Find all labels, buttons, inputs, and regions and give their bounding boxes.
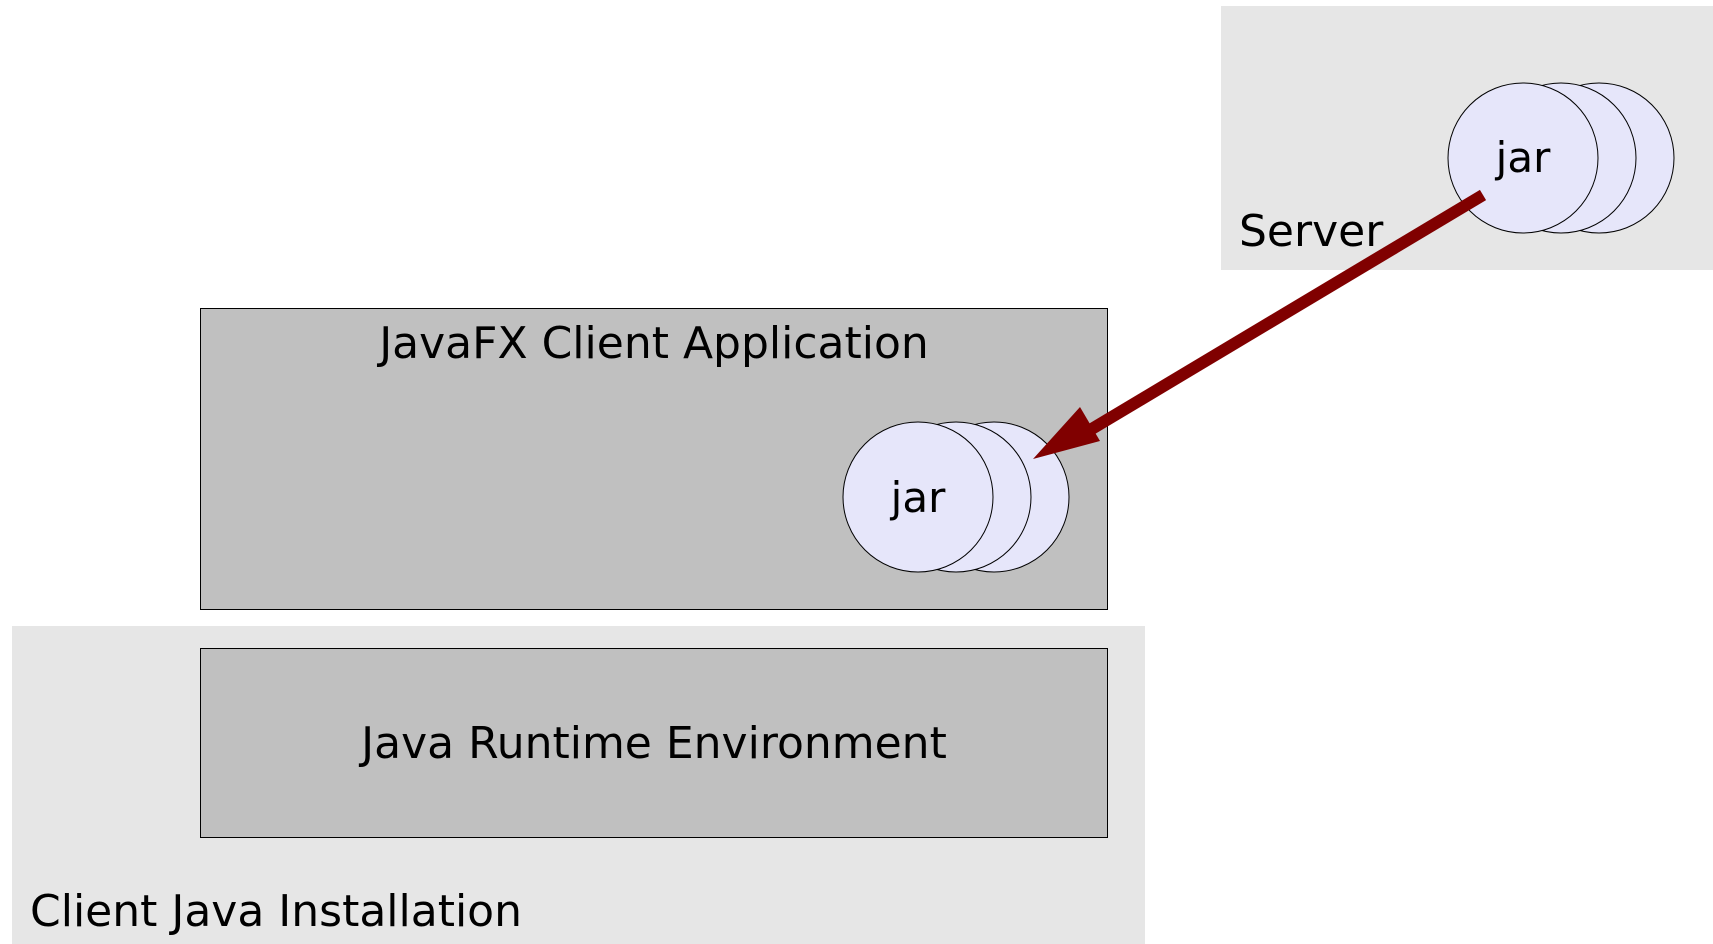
download-arrow-head xyxy=(1033,407,1100,459)
download-arrow xyxy=(1033,189,1487,459)
java-runtime-environment-label: Java Runtime Environment xyxy=(361,718,947,769)
client-installation-label: Client Java Installation xyxy=(30,886,522,937)
java-runtime-environment-box xyxy=(200,648,1108,838)
download-arrow-shaft xyxy=(1076,189,1487,442)
client-jar-disc-front xyxy=(842,421,994,573)
client-jar-stack: jar xyxy=(842,421,1070,573)
server-jar-label: jar xyxy=(1495,133,1551,182)
client-jar-label: jar xyxy=(890,473,946,522)
server-label: Server xyxy=(1239,206,1384,257)
server-jar-stack: jar xyxy=(1447,82,1675,234)
server-jar-disc-front xyxy=(1447,82,1599,234)
javafx-client-application-label: JavaFX Client Application xyxy=(379,318,929,369)
